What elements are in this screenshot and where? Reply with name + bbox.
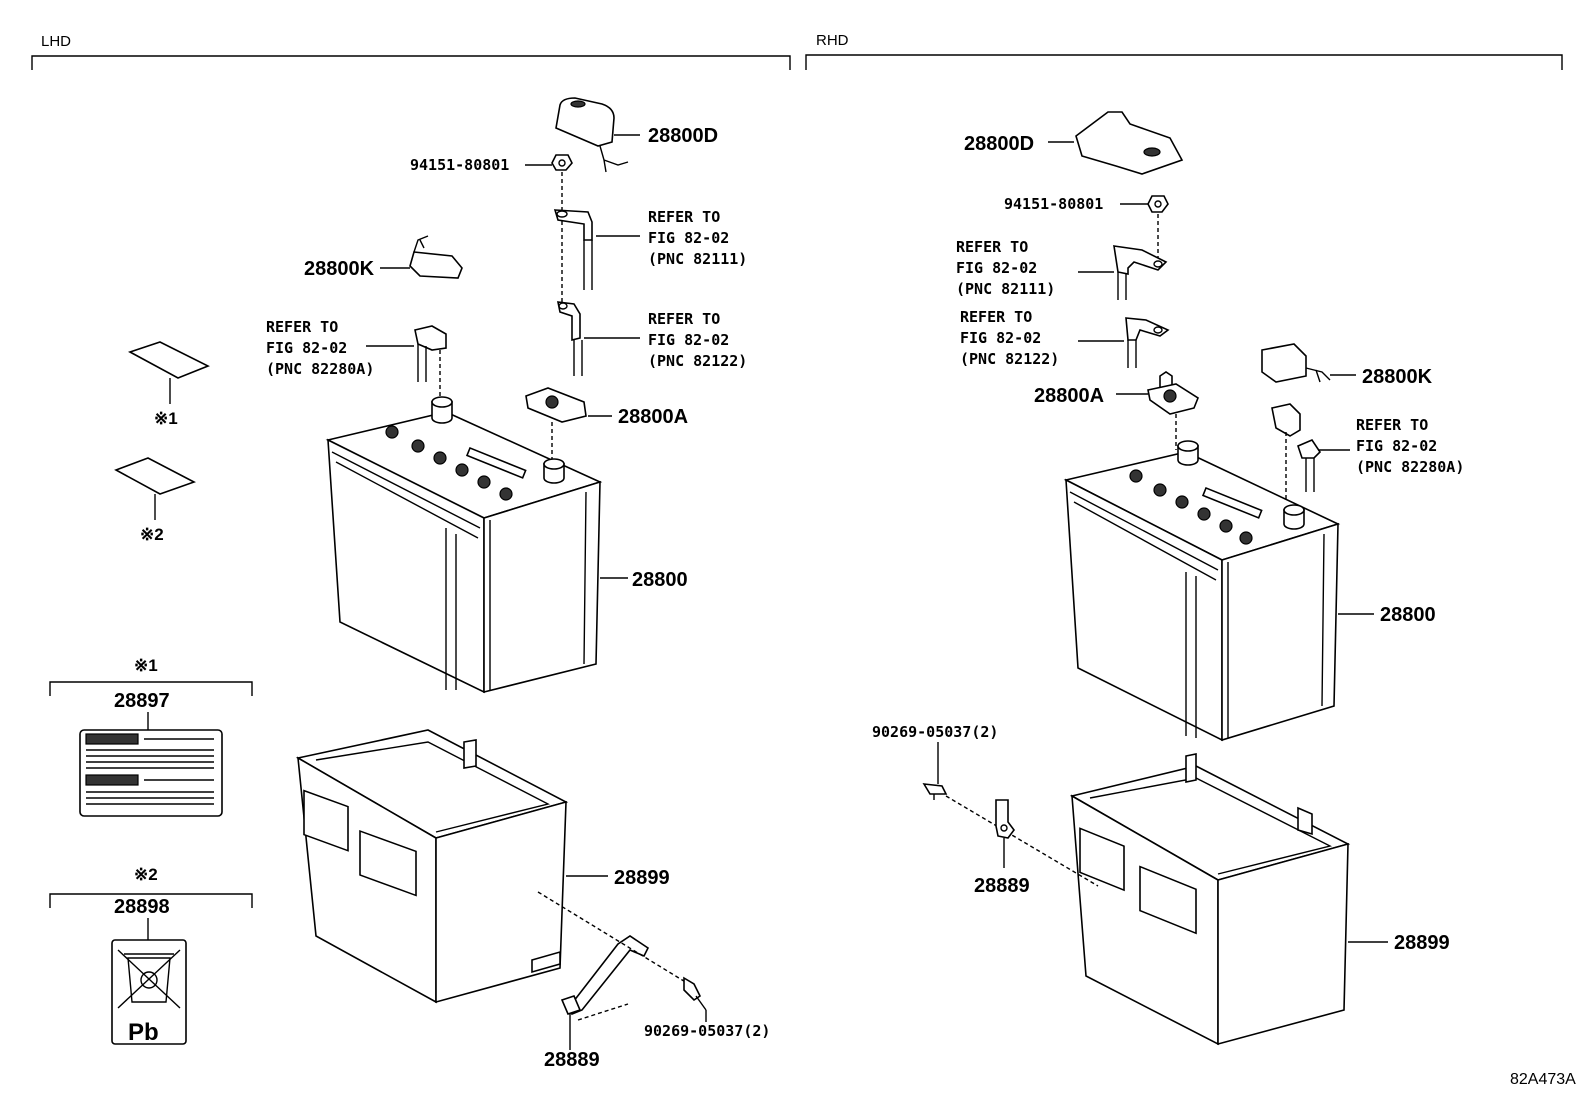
lhd-cable-terminal-82122: [556, 301, 640, 376]
lhd-cable-terminal-82111: [553, 209, 640, 290]
lhd-tray-label: 28899: [614, 867, 670, 889]
lhd-battery: [325, 396, 628, 694]
lhd-battery-label: 28800: [632, 569, 688, 591]
rhd-clamp-label: 28800A: [1034, 385, 1104, 407]
lhd-ref3-line1: REFER TO: [266, 318, 338, 336]
lhd-note2: ※2: [140, 525, 164, 544]
lhd-hold-down: [560, 935, 650, 1050]
rhd-hold-down-label: 28889: [974, 875, 1030, 897]
section-lhd-title: LHD: [41, 33, 71, 50]
lhd-tray: [295, 729, 608, 1004]
label2-marker: ※2: [134, 865, 158, 884]
rhd-terminal-cover: [1048, 111, 1184, 175]
section-rhd-bracket: [805, 54, 1563, 70]
lhd-ref2-line3: (PNC 82122): [648, 352, 747, 370]
rhd-ref3-line2: FIG 82-02: [1356, 437, 1437, 455]
rhd-ref1-line2: FIG 82-02: [956, 259, 1037, 277]
lhd-note1-label-sheet: [127, 341, 210, 404]
section-rhd-title: RHD: [816, 32, 849, 49]
rhd-dash-line-4: [945, 795, 1099, 887]
rhd-battery-label: 28800: [1380, 604, 1436, 626]
lhd-bolt-label: 90269-05037(2): [644, 1022, 770, 1040]
lhd-ref1-line1: REFER TO: [648, 208, 720, 226]
label1-marker: ※1: [134, 656, 158, 675]
label2-symbol: Pb: [128, 1019, 159, 1046]
rhd-nut: [1120, 195, 1169, 213]
rhd-ref3-line3: (PNC 82280A): [1356, 458, 1464, 476]
figure-code: 82A473A: [1510, 1071, 1576, 1088]
label1-part: 28897: [114, 690, 170, 712]
rhd-terminal-k-label: 28800K: [1362, 366, 1433, 388]
lhd-ref3-line2: FIG 82-02: [266, 339, 347, 357]
lhd-ref1-line2: FIG 82-02: [648, 229, 729, 247]
lhd-ref1-line3: (PNC 82111): [648, 250, 747, 268]
lhd-ref2-line2: FIG 82-02: [648, 331, 729, 349]
rhd-tray: [1069, 753, 1388, 1046]
rhd-ref3-line1: REFER TO: [1356, 416, 1428, 434]
lhd-dash-line-5: [577, 1003, 629, 1021]
section-lhd-bracket: [31, 55, 791, 70]
rhd-ref2-line2: FIG 82-02: [960, 329, 1041, 347]
rhd-ref2-line3: (PNC 82122): [960, 350, 1059, 368]
rhd-tray-label: 28899: [1394, 932, 1450, 954]
lhd-bolt: [683, 976, 707, 1022]
rhd-bolt-label: 90269-05037(2): [872, 723, 998, 741]
rhd-ref1-line1: REFER TO: [956, 238, 1028, 256]
rhd-ref1-line3: (PNC 82111): [956, 280, 1055, 298]
lhd-cover-label: 28800D: [648, 125, 718, 147]
lhd-clamp: [525, 387, 612, 423]
lhd-note2-label-sheet: [114, 457, 197, 520]
rhd-bolt: [922, 783, 948, 800]
lhd-ref3-line3: (PNC 82280A): [266, 360, 374, 378]
lhd-nut: [525, 154, 573, 171]
rhd-nut-label: 94151-80801: [1004, 195, 1103, 213]
lhd-note1: ※1: [154, 409, 178, 428]
rhd-terminal-k: [1261, 343, 1356, 383]
lhd-cable-82280a: [366, 325, 447, 382]
rhd-cable-82280a: [1271, 403, 1350, 492]
rhd-cable-terminal-82111: [1078, 245, 1168, 300]
lhd-terminal-k-label: 28800K: [304, 258, 375, 280]
label1-bracket: [49, 681, 253, 696]
lhd-ref2-line1: REFER TO: [648, 310, 720, 328]
lhd-terminal-k: [380, 235, 463, 279]
label2-part: 28898: [114, 896, 170, 918]
recycle-label-sticker: [111, 939, 187, 1045]
warning-label-sticker: [79, 729, 223, 817]
rhd-ref2-line1: REFER TO: [960, 308, 1032, 326]
lhd-terminal-cover: [555, 97, 640, 173]
rhd-clamp: [1116, 371, 1199, 415]
rhd-battery: [1063, 440, 1374, 742]
rhd-hold-down: [995, 799, 1015, 868]
lhd-dash-line-4: [537, 891, 693, 987]
rhd-cover-label: 28800D: [964, 133, 1034, 155]
label2-bracket: [49, 893, 253, 908]
lhd-hold-down-label: 28889: [544, 1049, 600, 1071]
rhd-cable-terminal-82122: [1078, 317, 1170, 368]
lhd-nut-label: 94151-80801: [410, 156, 509, 174]
lhd-clamp-label: 28800A: [618, 406, 688, 428]
